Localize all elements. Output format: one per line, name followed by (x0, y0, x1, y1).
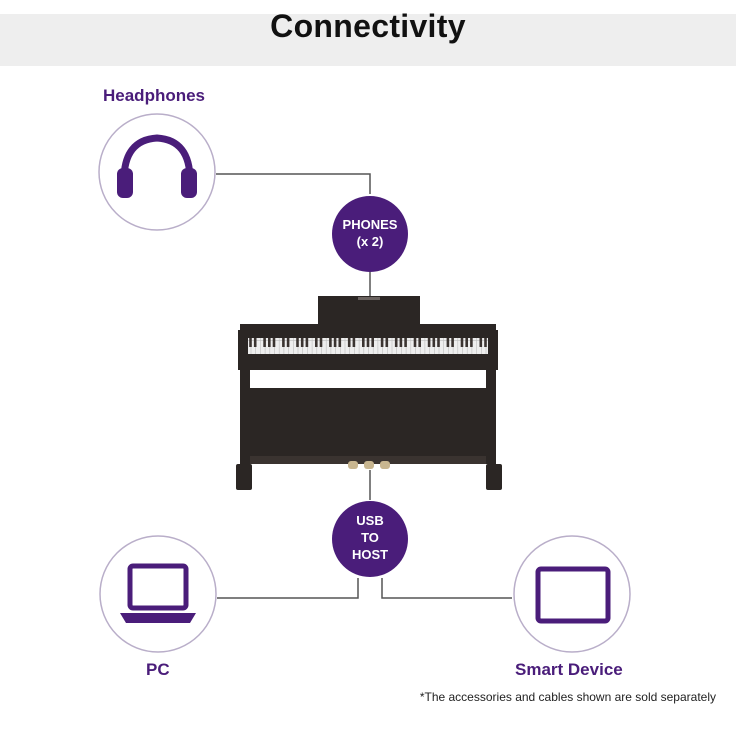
black-key (437, 338, 440, 347)
black-key (460, 338, 464, 347)
headphones-circle (98, 113, 216, 231)
white-key-divider (260, 338, 261, 354)
black-key (305, 338, 309, 347)
white-key-divider (278, 338, 280, 354)
black-key (315, 338, 318, 347)
usb-port-line1: USB (356, 513, 384, 528)
black-key (333, 338, 337, 347)
black-key (338, 338, 342, 347)
black-key (446, 338, 450, 347)
white-key-divider (358, 338, 360, 354)
black-key (366, 338, 370, 347)
usb-port-circle (332, 501, 408, 577)
black-key (347, 338, 351, 347)
black-key (385, 338, 389, 347)
black-key (380, 338, 384, 347)
black-key (296, 338, 299, 347)
pc-connector (217, 578, 359, 599)
black-key (371, 338, 374, 347)
usb-port-line3: HOST (351, 547, 389, 562)
black-key (362, 338, 365, 347)
black-key (268, 338, 271, 347)
white-key-divider (377, 338, 379, 354)
usb-port-label: USB TO HOST (330, 512, 410, 563)
headphones-label: Headphones (103, 86, 206, 105)
smart-device-label: Smart Device (515, 660, 623, 679)
black-key (329, 338, 332, 347)
black-key (352, 338, 356, 347)
black-key (413, 338, 417, 347)
white-key-divider (325, 338, 327, 354)
white-key-divider (476, 338, 477, 354)
black-key (404, 338, 407, 347)
footnote: *The accessories and cables shown are so… (419, 690, 716, 704)
black-key (249, 338, 252, 347)
black-key (263, 338, 266, 347)
black-key (465, 338, 468, 347)
black-key (470, 338, 473, 347)
black-key (300, 338, 304, 347)
white-key-divider (424, 338, 426, 354)
piano-illustration (236, 296, 502, 490)
white-key-divider (293, 338, 294, 354)
tablet-icon (535, 566, 611, 624)
white-key-divider (344, 338, 346, 354)
white-key-divider (410, 338, 412, 354)
black-key (272, 338, 276, 347)
black-key (286, 338, 290, 347)
headphones-icon (117, 134, 197, 198)
page-title: Connectivity (270, 8, 466, 44)
black-key (484, 338, 487, 347)
header-band (0, 14, 736, 66)
headphones-connector (216, 173, 371, 194)
phones-port-circle (332, 196, 408, 272)
black-key (427, 338, 431, 347)
white-key-divider (443, 338, 444, 354)
black-key (394, 338, 398, 347)
smart-device-circle (513, 535, 631, 653)
black-key (418, 338, 421, 347)
smart-device-connector (381, 578, 512, 599)
piano-pedals (348, 461, 390, 469)
black-key (479, 338, 483, 347)
black-key (399, 338, 403, 347)
piano-keys (246, 338, 488, 354)
white-key-divider (457, 338, 459, 354)
pc-label: PC (146, 660, 170, 679)
usb-port-line2: TO (361, 530, 379, 545)
phones-port-line2: (x 2) (356, 234, 384, 249)
laptop-icon (120, 563, 196, 623)
phones-port-line1: PHONES (342, 217, 398, 232)
black-key (319, 338, 323, 347)
phones-port-label: PHONES (x 2) (330, 216, 410, 250)
black-key (451, 338, 454, 347)
white-key-divider (311, 338, 313, 354)
black-key (282, 338, 285, 347)
pc-circle (99, 535, 217, 653)
black-key (253, 338, 257, 347)
white-key-divider (391, 338, 393, 354)
black-key (432, 338, 436, 347)
